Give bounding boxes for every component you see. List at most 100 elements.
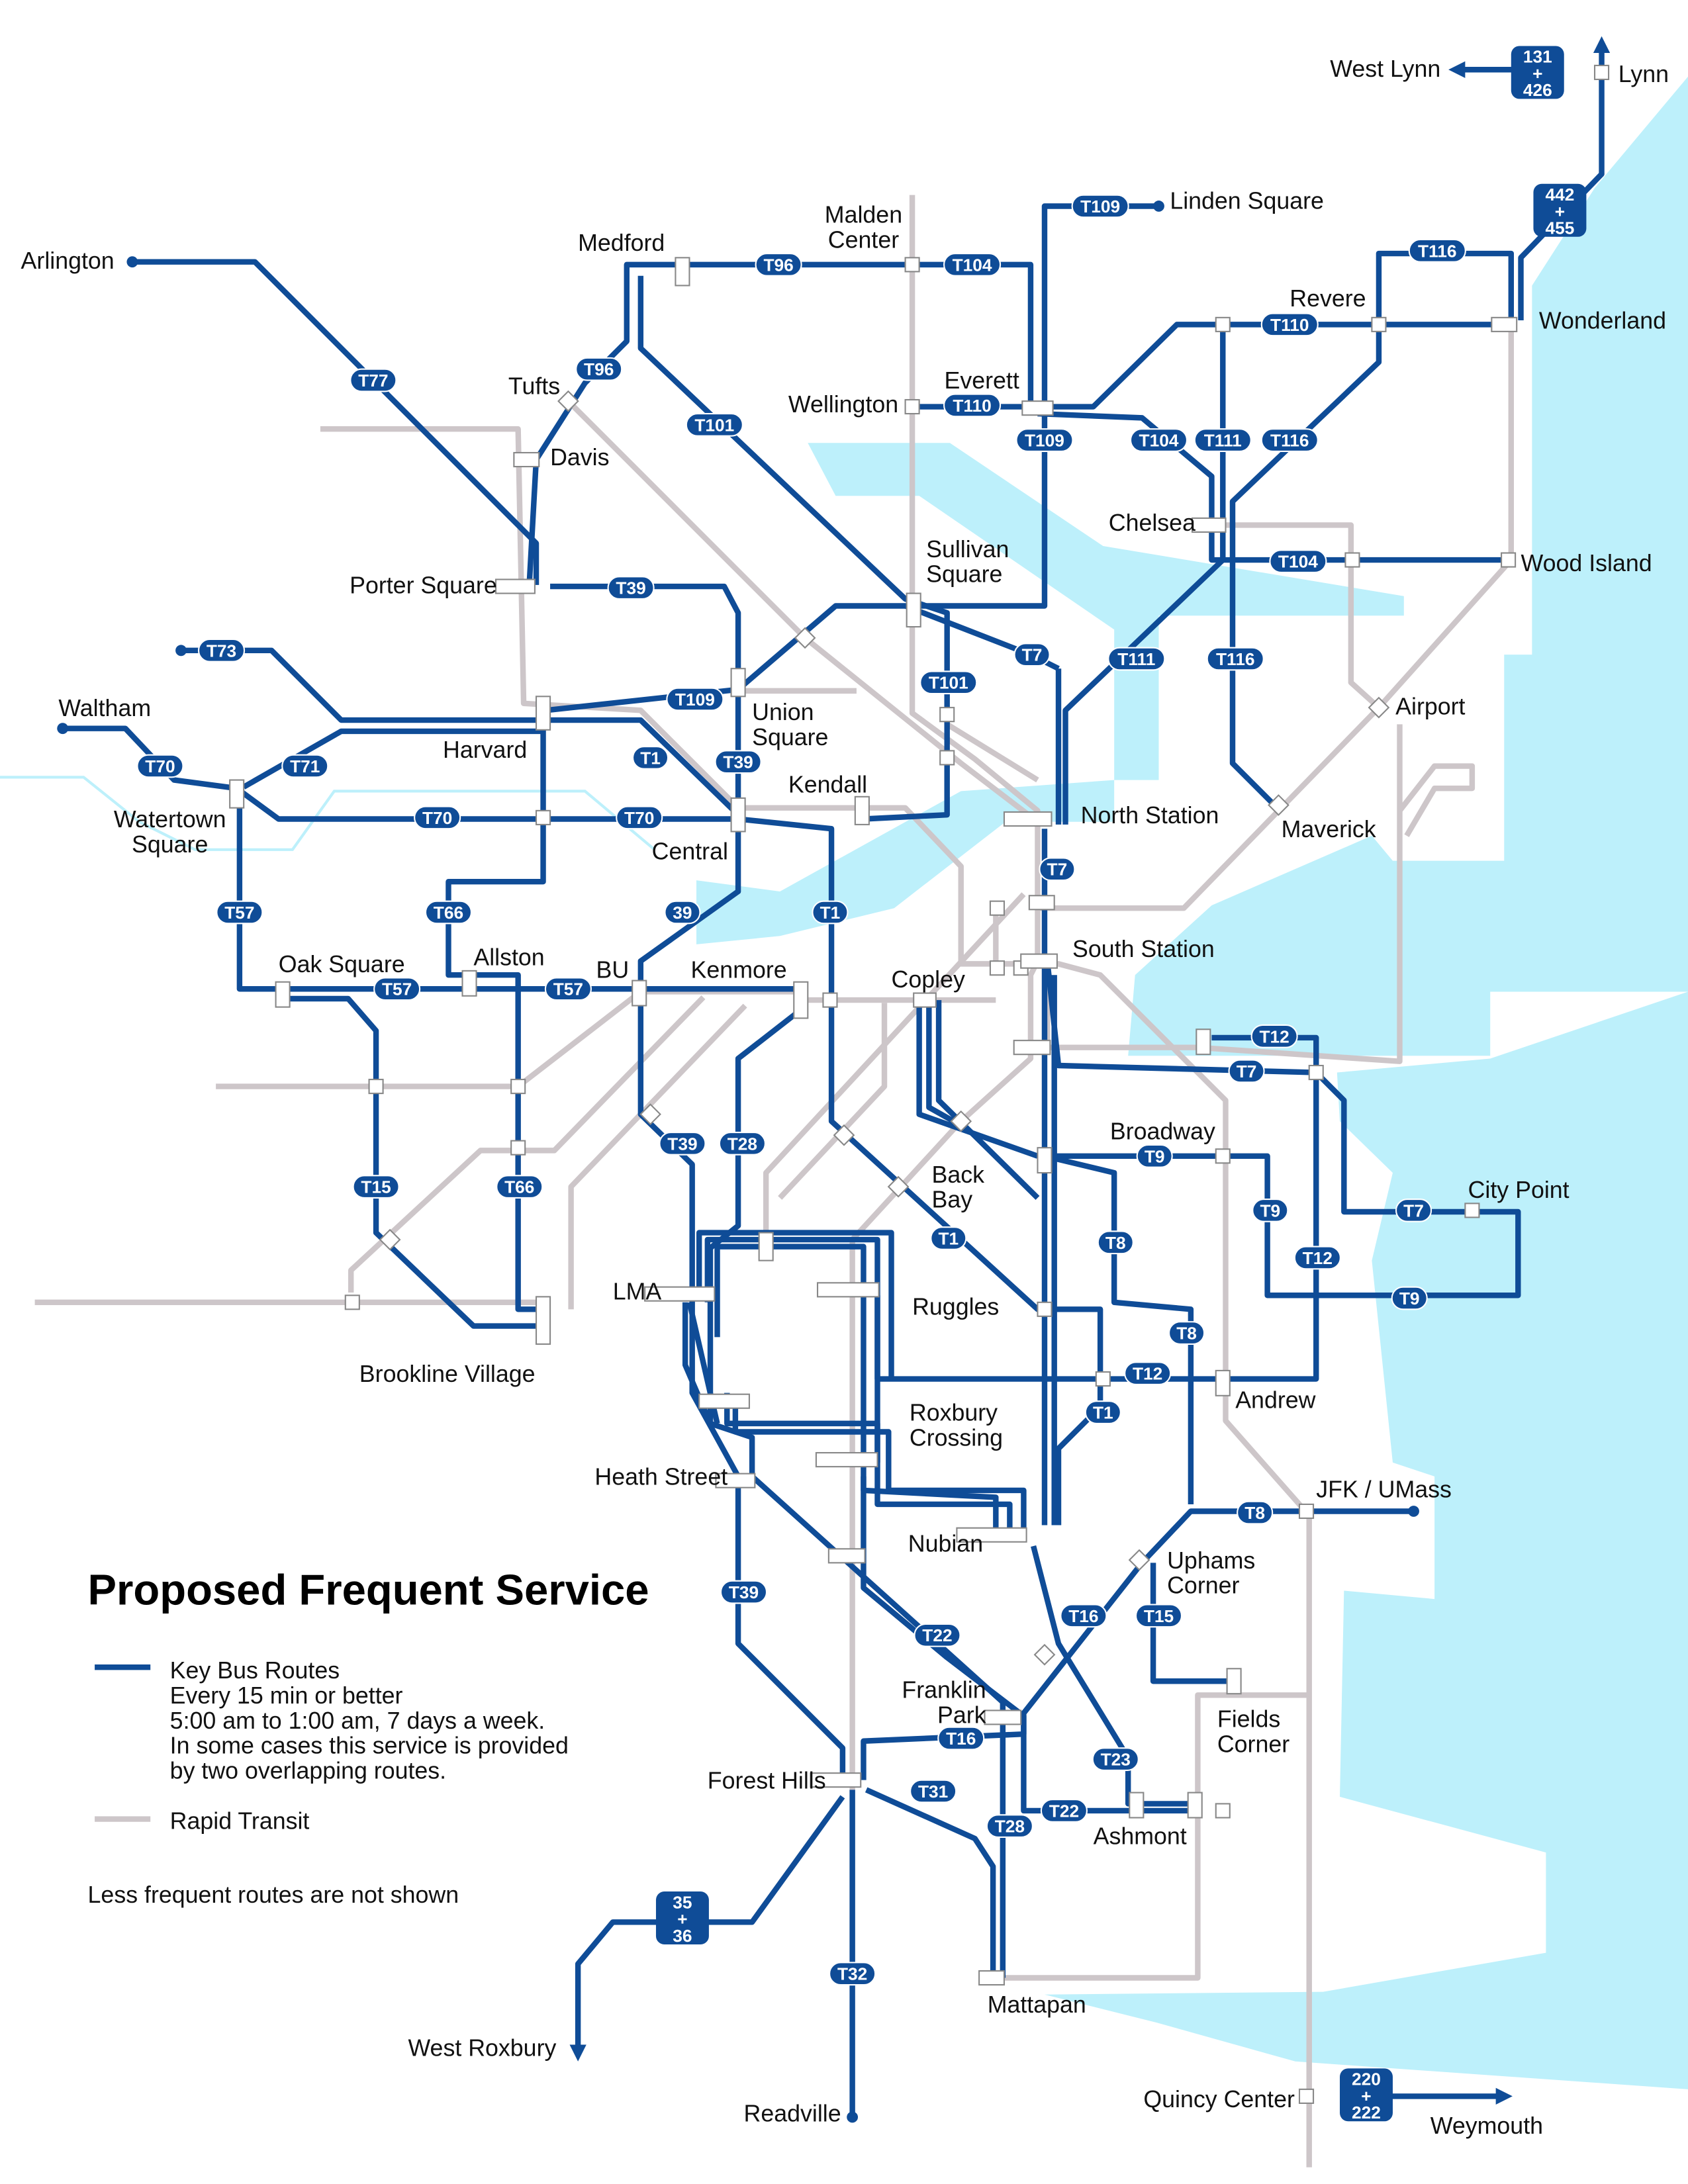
rapid-transit-line xyxy=(566,399,1040,825)
badge-background xyxy=(1092,1747,1139,1771)
route-badge-t28: T28 xyxy=(718,1131,766,1156)
station-marker xyxy=(535,696,551,731)
weymouth-arrow-icon xyxy=(1495,2087,1513,2105)
station-label-ruggles: Ruggles xyxy=(912,1294,999,1320)
badge-label: 35 xyxy=(673,1892,692,1912)
station-label-medford: Medford xyxy=(578,230,665,256)
badge-label: T39 xyxy=(616,578,645,598)
station-marker xyxy=(1028,895,1055,911)
route-badge-t109: T109 xyxy=(1071,194,1129,218)
station-label-line: Bay xyxy=(932,1187,973,1213)
station-label-line: Watertown xyxy=(114,806,226,833)
station-marker xyxy=(1226,1668,1242,1695)
route-badge-t109: T109 xyxy=(1015,428,1074,452)
station-label-wood-island: Wood Island xyxy=(1521,550,1652,576)
badge-background xyxy=(1293,1246,1341,1270)
station-marker xyxy=(939,750,955,766)
route-badge-442-455: 442+455 xyxy=(1533,183,1587,238)
route-badge-t109: T109 xyxy=(666,687,724,711)
bus-route-line xyxy=(732,1406,1027,1533)
station-marker xyxy=(1344,552,1360,568)
badge-label: T104 xyxy=(1278,552,1318,572)
bus-route-line xyxy=(445,717,546,1312)
route-badge-t8: T8 xyxy=(1168,1321,1205,1345)
route-badge-t57: T57 xyxy=(373,977,421,1001)
station-marker xyxy=(494,578,536,594)
badge-background xyxy=(1511,46,1564,99)
badge-background xyxy=(910,1779,957,1803)
station-label-line: Union xyxy=(752,699,814,725)
station-marker xyxy=(1298,1503,1315,1520)
route-badge-t7: T7 xyxy=(1395,1199,1432,1222)
station-marker xyxy=(1215,1148,1231,1164)
legend-rail-label: Rapid Transit xyxy=(170,1807,310,1834)
route-badge-t39: T39 xyxy=(720,1580,768,1604)
station-marker xyxy=(644,1286,716,1302)
badge-background xyxy=(352,1175,400,1199)
station-marker xyxy=(1464,1203,1480,1218)
badge-background xyxy=(1097,1230,1134,1255)
badge-background xyxy=(216,900,263,925)
terminal-dot xyxy=(1153,201,1164,212)
badge-background xyxy=(1136,1144,1173,1168)
bus-route-line xyxy=(861,1508,1414,1780)
station-label-lma: LMA xyxy=(613,1279,662,1305)
badge-background xyxy=(1237,1500,1274,1525)
badge-label: T71 xyxy=(290,756,320,776)
badge-label: T96 xyxy=(763,255,793,275)
route-badge-t73: T73 xyxy=(197,638,246,662)
badge-label: T57 xyxy=(224,903,254,923)
station-marker xyxy=(675,257,690,287)
bus-route-line xyxy=(1150,1563,1229,1684)
route-badge-t9: T9 xyxy=(1136,1144,1173,1168)
bus-route-line xyxy=(285,995,543,1329)
route-badge-t104: T104 xyxy=(1129,428,1188,452)
badge-label: T12 xyxy=(1259,1026,1289,1046)
route-badge-t1: T1 xyxy=(632,746,669,770)
station-label-central: Central xyxy=(652,839,728,865)
station-label-waltham: Waltham xyxy=(58,695,151,721)
station-label-south-station: South Station xyxy=(1072,936,1215,962)
station-label-porter-square: Porter Square xyxy=(350,572,497,599)
badge-background xyxy=(1260,312,1319,337)
bus-route-line xyxy=(916,1000,1039,1159)
station-marker xyxy=(461,970,477,997)
badge-label: T73 xyxy=(207,641,236,660)
badge-background xyxy=(1168,1321,1205,1345)
route-badge-t101: T101 xyxy=(685,413,743,437)
station-marker xyxy=(1037,1301,1053,1317)
rapid-transit-line xyxy=(763,892,1026,1247)
lynn-arrow-icon xyxy=(1593,36,1611,53)
station-label-oak-square: Oak Square xyxy=(279,951,405,978)
station-label-brookline-village: Brookline Village xyxy=(359,1361,536,1387)
route-badge-t39: T39 xyxy=(607,576,655,600)
route-badge-t22: T22 xyxy=(1040,1799,1088,1823)
route-badge-t104: T104 xyxy=(943,252,1002,277)
station-marker xyxy=(229,779,245,809)
route-badge-t66: T66 xyxy=(424,900,473,925)
badge-background xyxy=(1107,647,1166,671)
rapid-transit-line xyxy=(348,995,706,1293)
station-marker xyxy=(815,1452,878,1468)
station-label-chelsea: Chelsea xyxy=(1109,510,1196,536)
route-badge-t28: T28 xyxy=(986,1814,1033,1839)
station-marker xyxy=(557,390,579,412)
legend-bus-detail: Every 15 min or better xyxy=(170,1682,403,1709)
badge-label: 426 xyxy=(1523,80,1552,100)
station-marker xyxy=(1013,1040,1051,1056)
bus-route-line xyxy=(1229,250,1515,807)
route-badge-t22: T22 xyxy=(914,1623,961,1647)
route-badge-t57: T57 xyxy=(216,900,263,925)
badge-label: T39 xyxy=(729,1582,759,1602)
station-marker xyxy=(1215,1369,1231,1396)
route-badge-t15: T15 xyxy=(1135,1604,1183,1628)
badge-label: + xyxy=(1532,64,1542,83)
badge-label: T1 xyxy=(1093,1403,1113,1423)
station-marker xyxy=(275,981,291,1008)
badge-background xyxy=(930,1226,967,1250)
badge-background xyxy=(1013,643,1051,667)
route-badge-t111: T111 xyxy=(1107,647,1166,671)
